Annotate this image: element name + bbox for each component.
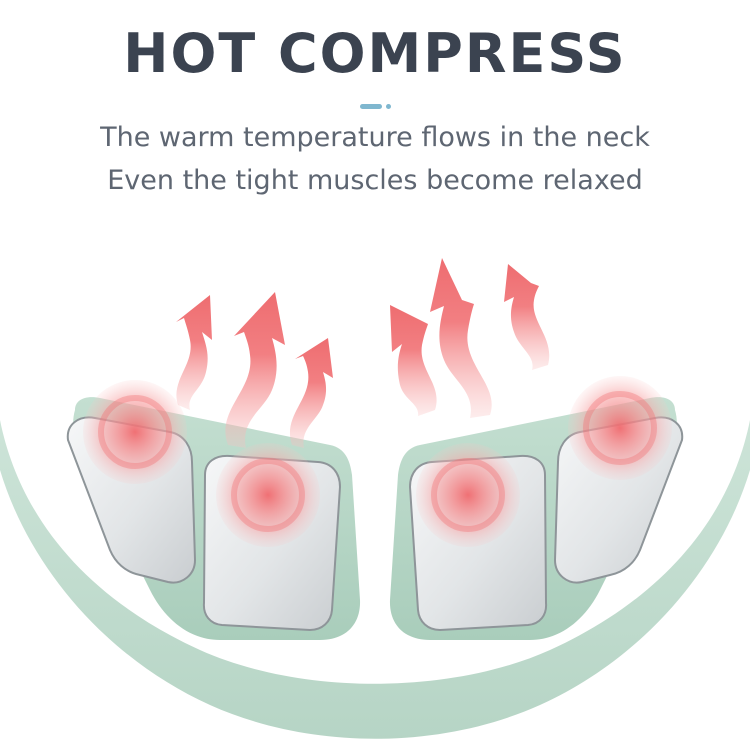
upward-wavy-arrow-icon (176, 295, 212, 410)
subtitle-line-1: The warm temperature flows in the neck (100, 122, 650, 153)
title-divider (360, 104, 391, 109)
upward-wavy-arrow-icon (289, 338, 333, 448)
upward-wavy-arrow-icon (225, 292, 285, 448)
upward-wavy-arrow-icon (390, 305, 437, 416)
upward-wavy-arrow-icon (504, 264, 550, 370)
concentric-heat-circle-icon (416, 443, 520, 547)
divider-bar (360, 104, 382, 109)
subtitle-line-2: Even the tight muscles become relaxed (107, 165, 643, 196)
neck-band (0, 420, 750, 739)
concentric-heat-circle-icon (216, 443, 320, 547)
divider-dot (386, 104, 391, 109)
concentric-heat-circle-icon (568, 376, 672, 480)
page-title: HOT COMPRESS (123, 22, 627, 85)
upward-wavy-arrow-icon (430, 258, 492, 418)
concentric-heat-circle-icon (83, 380, 187, 484)
